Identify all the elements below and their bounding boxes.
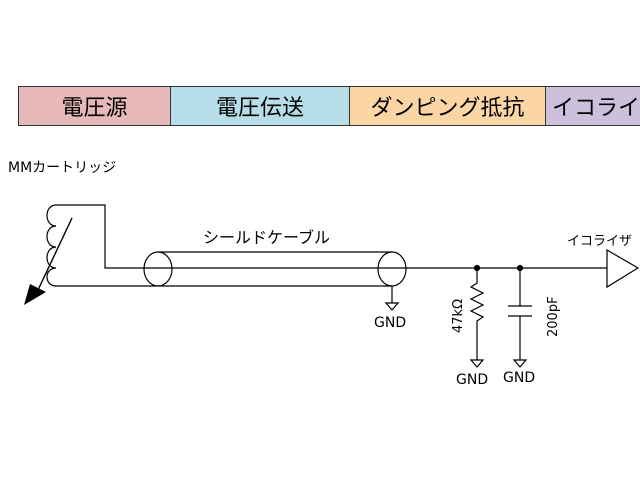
capacitor-label: 200pF — [546, 296, 561, 337]
section-equalizer: イコライザ — [545, 86, 640, 126]
ground-label-shield: GND — [374, 315, 406, 331]
damping-resistor — [469, 264, 485, 368]
ground-label-resistor: GND — [456, 372, 488, 388]
resistor-label: 47kΩ — [451, 299, 466, 333]
section-voltage-transmission: 電圧伝送 — [170, 86, 350, 126]
cable-shield-ground — [384, 286, 400, 311]
cartridge-coil — [46, 204, 158, 287]
section-damping-resistor: ダンピング抵抗 — [349, 86, 546, 126]
equalizer-amplifier — [606, 248, 640, 289]
section-voltage-source: 電圧源 — [18, 86, 171, 126]
stylus-arrow — [24, 217, 73, 305]
ground-label-capacitor: GND — [503, 370, 535, 386]
equalizer-label: イコライザ — [567, 234, 632, 249]
shielded-cable — [143, 251, 607, 287]
cartridge-label: MMカートリッジ — [8, 160, 116, 176]
capacitor — [508, 264, 532, 368]
cable-label: シールドケーブル — [203, 228, 330, 247]
section-band: 電圧源 電圧伝送 ダンピング抵抗 イコライザ — [18, 86, 640, 127]
